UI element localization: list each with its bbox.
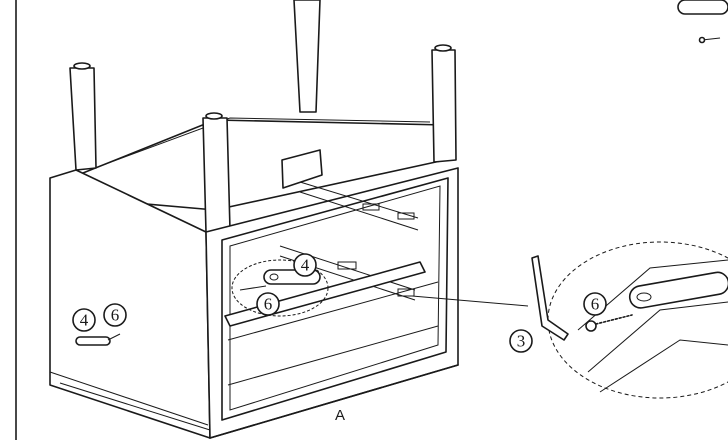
drawer-screw-shaft (239, 285, 267, 291)
zoom-rail-edge-3 (599, 339, 728, 393)
zoom-bracket (628, 271, 728, 309)
zoom-rail-edge-2 (587, 301, 728, 373)
cabinet-frame (49, 0, 459, 439)
callout-zoom-screw: 6 (583, 292, 607, 316)
detail-circle (231, 259, 329, 317)
slide-bracket-1 (362, 203, 380, 211)
loose-bracket-icon (75, 336, 111, 346)
slide-bracket-3 (337, 261, 357, 270)
slide-bracket-2 (397, 212, 415, 220)
leader-line (411, 295, 529, 307)
left-panel-base (49, 371, 209, 426)
left-side-panel (49, 169, 211, 439)
spare-bracket-icon (677, 0, 728, 15)
near-leg-left (69, 67, 97, 171)
far-leg-right (431, 49, 457, 163)
shelf-line-2 (227, 325, 439, 386)
callout-drawer-screw: 6 (256, 292, 280, 316)
callout-drawer-bracket: 4 (293, 253, 317, 277)
callout-side-part-left: 4 (72, 308, 96, 332)
far-leg-back (293, 0, 321, 113)
callout-hex-key: 3 (509, 329, 533, 353)
callout-side-part-right: 6 (103, 303, 127, 327)
shelf-line-1 (227, 281, 439, 341)
loose-screw-icon (107, 333, 121, 341)
leg-cap-front (205, 112, 223, 120)
zoom-screw-head (585, 320, 597, 332)
zoom-screw-icon (591, 314, 633, 326)
slide-bracket-4 (397, 288, 415, 297)
front-opening-inner (229, 185, 441, 411)
callout-hex-key-text: 3 (517, 332, 526, 351)
bracket-hole (269, 273, 279, 281)
callout-side-part-right-text: 6 (111, 306, 120, 325)
view-label: A (335, 407, 345, 424)
spare-screw-head (698, 36, 706, 44)
zoom-circle (547, 241, 728, 399)
base-edge (59, 382, 211, 431)
callout-zoom-screw-text: 6 (591, 295, 600, 314)
callout-drawer-screw-text: 6 (264, 295, 273, 314)
bottom-edge (209, 364, 459, 439)
inner-slide-3 (279, 245, 416, 291)
leg-cap-right (434, 44, 452, 52)
inner-slide-1 (299, 181, 419, 219)
callout-drawer-bracket-text: 4 (301, 256, 310, 275)
callout-side-part-left-text: 4 (80, 311, 89, 330)
zoom-detail (547, 241, 728, 399)
inner-slide-2 (299, 191, 419, 231)
inner-rail-top (281, 149, 323, 189)
leg-cap-left (73, 62, 91, 70)
back-rail-inner (94, 117, 431, 169)
hex-key-icon (531, 255, 569, 341)
near-leg-front (202, 117, 231, 233)
zoom-bracket-hole (636, 292, 652, 302)
